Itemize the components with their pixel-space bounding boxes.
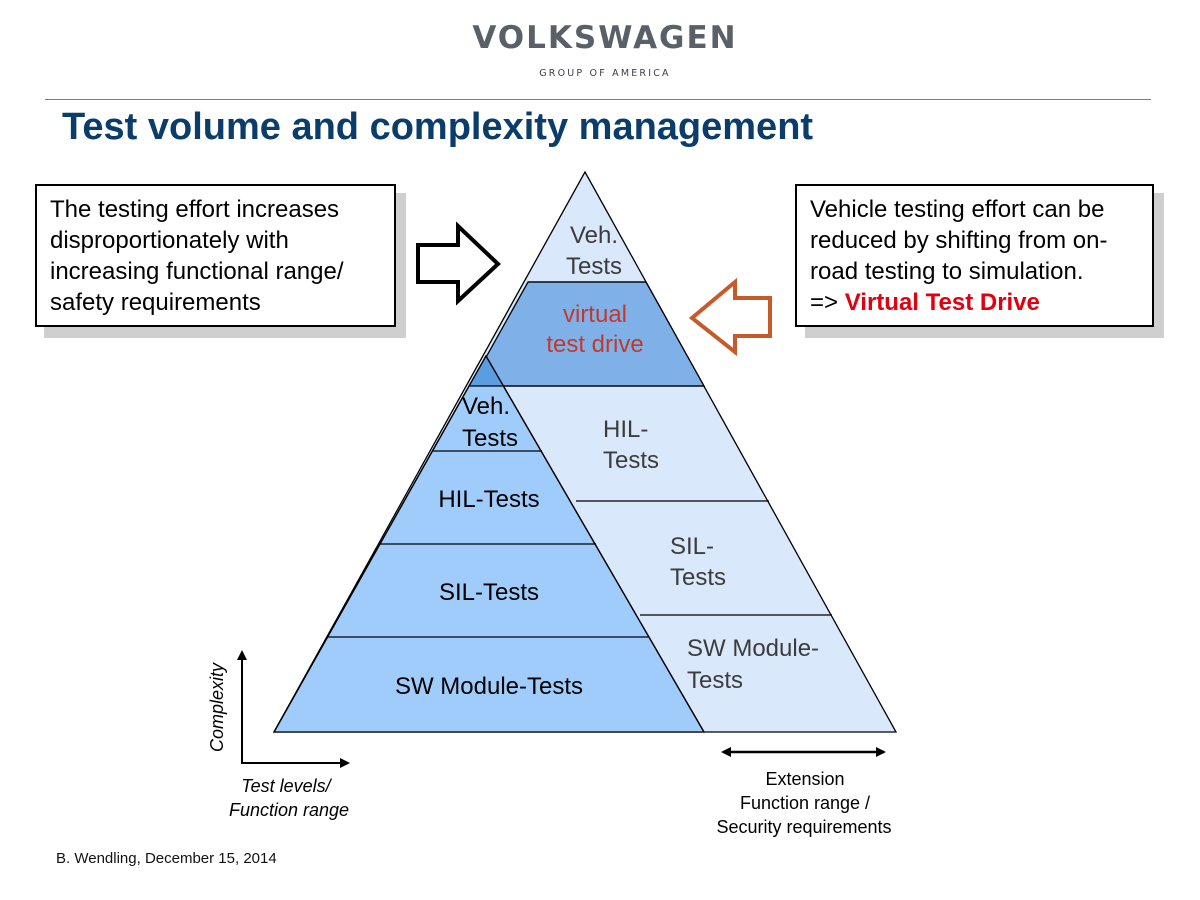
right-box-prefix: => (810, 289, 845, 316)
right-sil-label-1: SIL- (670, 533, 714, 560)
left-sil-label: SIL-Tests (439, 579, 539, 606)
virtual-test-drive-highlight: Virtual Test Drive (844, 289, 1040, 316)
left-box-line-2: disproportionately with (50, 227, 289, 254)
brand-subtitle: GROUP OF AMERICA (539, 68, 671, 79)
left-box-line-1: The testing effort increases (50, 196, 340, 223)
left-pointing-arrow (688, 277, 772, 357)
right-sil-label-2: Tests (670, 564, 726, 591)
extension-label-2: Function range / (740, 793, 870, 813)
left-hil-label: HIL-Tests (438, 486, 539, 513)
brand-logo-text: VOLKSWAGEN (472, 20, 738, 56)
left-box-line-3: increasing functional range/ (50, 258, 344, 285)
right-sw-label-1: SW Module- (687, 635, 819, 662)
extension-label-3: Security requirements (716, 817, 891, 837)
header-divider (45, 99, 1151, 100)
left-veh-label-1: Veh. (462, 393, 510, 420)
page-title: Test volume and complexity management (62, 106, 814, 148)
top-veh-label-2: Tests (566, 253, 622, 280)
left-box-line-4: safety requirements (50, 289, 261, 316)
left-callout-box: The testing effort increases disproporti… (35, 184, 396, 327)
left-sw-label: SW Module-Tests (395, 673, 583, 700)
top-veh-label-1: Veh. (570, 222, 618, 249)
extension-label-1: Extension (765, 769, 844, 789)
right-box-line-1: Vehicle testing effort can be (810, 196, 1105, 223)
right-pointing-arrow (416, 221, 501, 306)
right-sw-label-2: Tests (687, 667, 743, 694)
y-axis-label: Complexity (207, 662, 227, 752)
right-hil-label-1: HIL- (603, 416, 648, 443)
right-box-line-2: reduced by shifting from on- (810, 227, 1108, 254)
left-veh-label-2: Tests (462, 425, 518, 452)
footer-author-date: B. Wendling, December 15, 2014 (56, 850, 277, 867)
right-box-line-4: => Virtual Test Drive (810, 287, 1152, 318)
right-box-line-3: road testing to simulation. (810, 258, 1084, 285)
small-pyramid-tip (468, 356, 504, 386)
x-axis-label-1: Test levels/ (241, 776, 332, 796)
right-hil-label-2: Tests (603, 447, 659, 474)
virtual-label-1: virtual (563, 301, 627, 328)
virtual-label-2: test drive (546, 331, 643, 358)
x-axis-label-2: Function range (229, 800, 349, 820)
right-callout-box: Vehicle testing effort can be reduced by… (795, 184, 1154, 327)
